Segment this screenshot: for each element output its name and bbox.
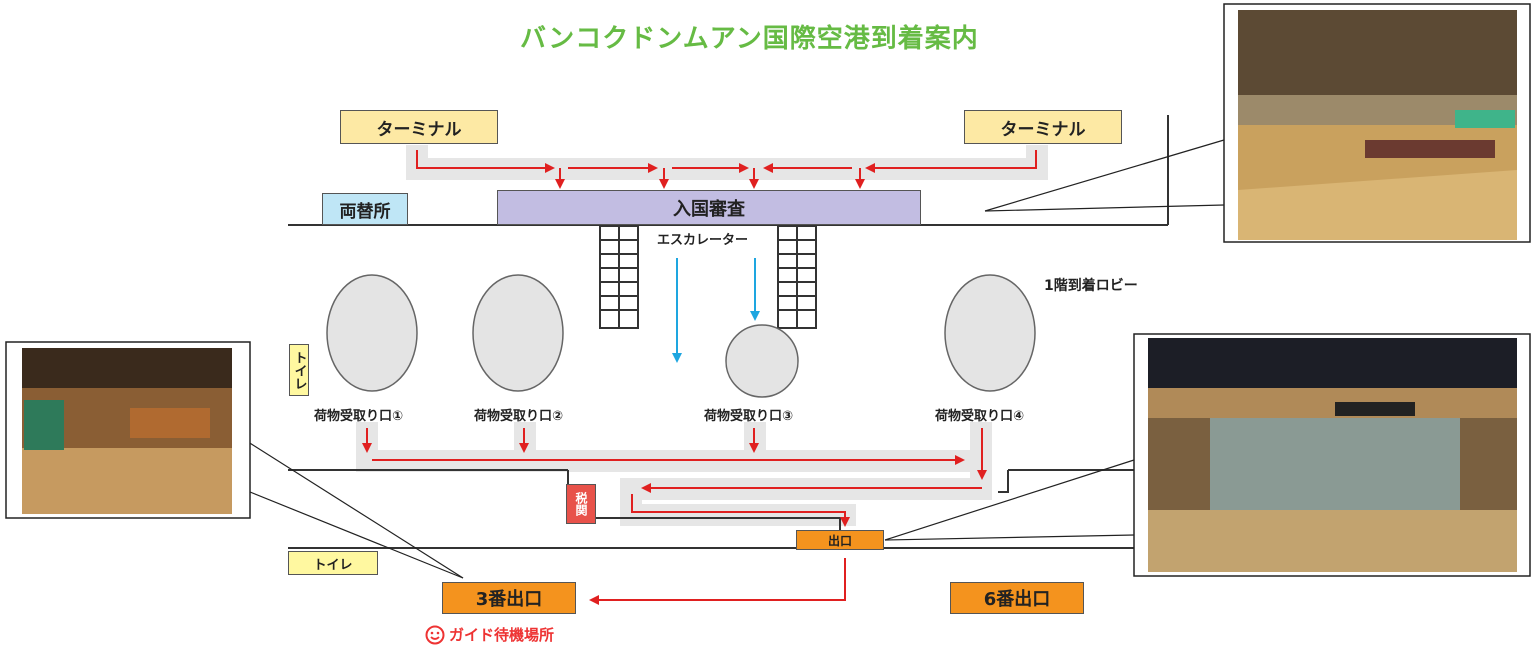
terminal-right-label: ターミナル bbox=[1000, 119, 1086, 140]
toilet-vertical-box: トイレ bbox=[289, 344, 309, 396]
photo-exit bbox=[1133, 333, 1531, 577]
arrival-lobby-label: 1階到着ロビー bbox=[1044, 278, 1138, 294]
customs-box: 税関 bbox=[566, 484, 596, 524]
terminal-left-box: ターミナル bbox=[340, 110, 498, 144]
baggage-claim-4-label: 荷物受取り口④ bbox=[935, 409, 1025, 424]
blue-arrows bbox=[672, 258, 760, 363]
escalator-right bbox=[777, 225, 817, 329]
toilet-bottom-box: トイレ bbox=[288, 551, 378, 575]
escalator-label: エスカレーター bbox=[657, 233, 749, 248]
exit-3-box: 3番出口 bbox=[442, 582, 576, 614]
callout-lines bbox=[244, 139, 1225, 579]
exit-3-label: 3番出口 bbox=[475, 589, 543, 610]
baggage-carousels bbox=[326, 274, 1036, 398]
toilet-bottom-label: トイレ bbox=[313, 557, 353, 573]
exchange-label: 両替所 bbox=[339, 201, 391, 222]
guide-label: ガイド待機場所 bbox=[449, 626, 555, 644]
exit-6-label: 6番出口 bbox=[983, 589, 1051, 610]
exchange-box: 両替所 bbox=[322, 193, 408, 225]
exit-6-box: 6番出口 bbox=[950, 582, 1084, 614]
baggage-claim-1-label: 荷物受取り口① bbox=[314, 409, 404, 424]
photo-lobby bbox=[5, 341, 251, 519]
terminal-right-box: ターミナル bbox=[964, 110, 1122, 144]
photo-terminal-hall bbox=[1223, 3, 1531, 243]
immigration-box: 入国審査 bbox=[497, 190, 921, 225]
guide-waiting-area: ガイド待機場所 bbox=[425, 624, 554, 645]
baggage-claim-2-label: 荷物受取り口② bbox=[474, 409, 564, 424]
customs-label: 税関 bbox=[574, 492, 588, 516]
immigration-label: 入国審査 bbox=[673, 198, 745, 220]
toilet-vertical-label: トイレ bbox=[291, 350, 307, 390]
carousel-1 bbox=[326, 274, 418, 392]
exit-label: 出口 bbox=[827, 533, 852, 548]
smiley-icon bbox=[425, 625, 445, 644]
page-title: バンコクドンムアン国際空港到着案内 bbox=[520, 24, 979, 54]
carousel-2 bbox=[472, 274, 564, 392]
terminal-left-label: ターミナル bbox=[376, 119, 462, 140]
carousel-3 bbox=[725, 324, 799, 398]
exit-box: 出口 bbox=[796, 530, 884, 550]
baggage-claim-3-label: 荷物受取り口③ bbox=[704, 409, 794, 424]
carousel-4 bbox=[944, 274, 1036, 392]
escalator-left bbox=[599, 225, 639, 329]
red-arrows bbox=[362, 150, 1037, 605]
